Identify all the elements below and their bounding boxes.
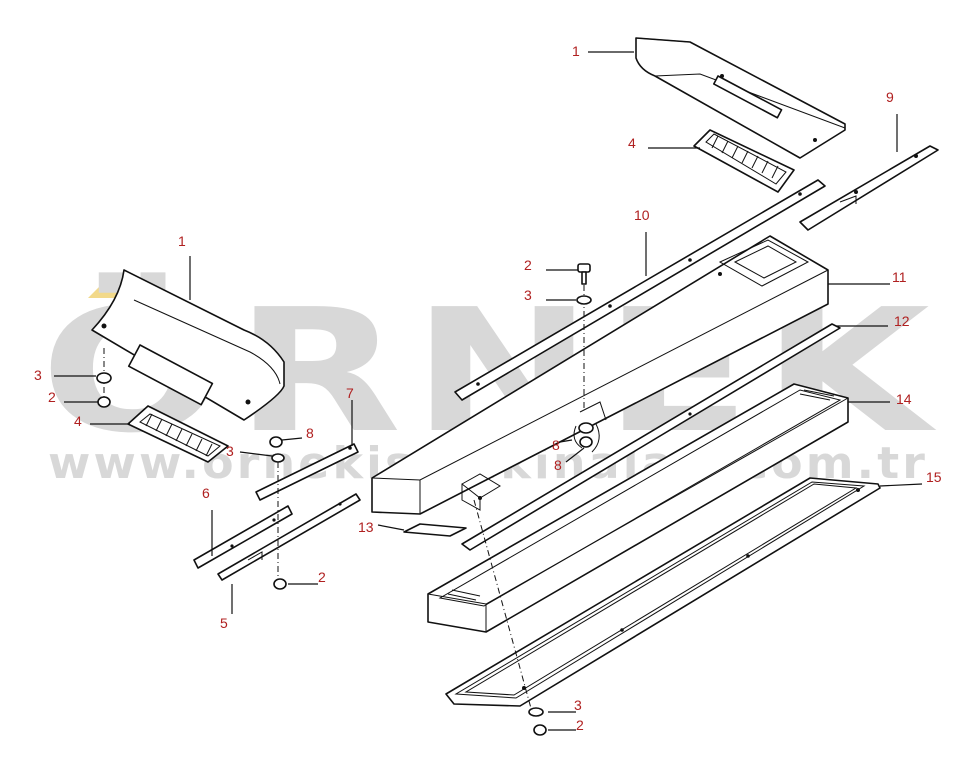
callout-2-bottom: 2 — [576, 717, 584, 733]
part-9-strip — [799, 145, 939, 231]
callout-6: 6 — [202, 485, 210, 501]
callout-1-left: 1 — [178, 233, 186, 249]
part-4-left-grille — [127, 405, 229, 463]
callout-8-centre-b: 8 — [554, 457, 562, 473]
callout-4-top: 4 — [628, 135, 636, 151]
part-6-strip — [193, 505, 293, 569]
left-fasteners — [96, 348, 112, 408]
part-10-long-strip — [454, 179, 826, 401]
callout-14: 14 — [896, 391, 912, 407]
part-14-lower-tray — [427, 383, 849, 633]
leader-lines — [54, 51, 923, 731]
centre-fasteners — [473, 263, 600, 736]
callout-8-centre-a: 8 — [552, 437, 560, 453]
callout-2-centre: 2 — [524, 257, 532, 273]
callout-3-bottom: 3 — [574, 697, 582, 713]
part-4-upper-grille — [693, 129, 795, 193]
part-1-left-cover — [91, 269, 285, 421]
callout-9: 9 — [886, 89, 894, 105]
part-13-small-plate — [403, 523, 467, 537]
callout-2-left-bottom: 2 — [318, 569, 326, 585]
callout-7: 7 — [346, 385, 354, 401]
callout-4-left: 4 — [74, 413, 82, 429]
part-1-upper-cover — [635, 37, 846, 159]
part-12-mid-strip — [461, 323, 841, 551]
callout-12: 12 — [894, 313, 910, 329]
part-15-bottom-frame — [445, 477, 881, 707]
callout-3-left-centre: 3 — [226, 443, 234, 459]
part-5-strip — [217, 493, 361, 581]
callout-2-left: 2 — [48, 389, 56, 405]
callout-5: 5 — [220, 615, 228, 631]
callout-3-left: 3 — [34, 367, 42, 383]
part-11-main-housing — [371, 235, 829, 515]
left-centre-fasteners — [269, 436, 287, 590]
callout-8-left: 8 — [306, 425, 314, 441]
callout-10: 10 — [634, 207, 650, 223]
callout-11: 11 — [892, 269, 907, 285]
callout-13: 13 — [358, 519, 374, 535]
callout-1-top: 1 — [572, 43, 580, 59]
part-7-strip — [255, 443, 359, 501]
callout-numbers: 1 4 9 10 11 12 14 15 13 2 3 8 8 1 3 2 4 … — [34, 43, 942, 733]
callout-15: 15 — [926, 469, 942, 485]
watermark-accent-left — [88, 280, 124, 298]
callout-3-centre: 3 — [524, 287, 532, 303]
